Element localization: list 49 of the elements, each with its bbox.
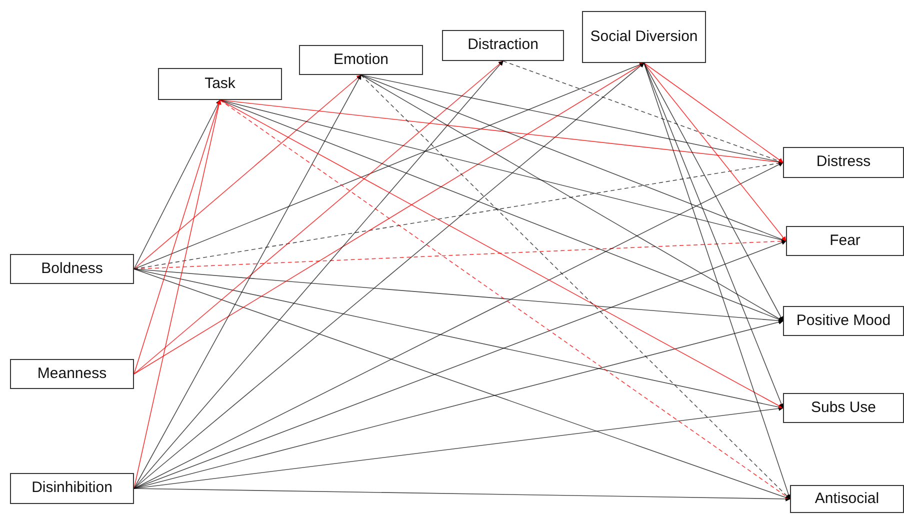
variable-label: Distraction	[468, 36, 538, 55]
variable-box	[158, 68, 282, 100]
variable-label: Boldness	[41, 260, 103, 278]
arrow	[644, 62, 784, 163]
arrow	[220, 100, 784, 164]
arrow	[134, 240, 786, 489]
arrow	[360, 74, 786, 242]
variable-box	[10, 254, 134, 284]
arrow	[644, 62, 786, 242]
variable-label: Task	[204, 74, 236, 94]
variable-box	[783, 306, 904, 336]
variable-box	[442, 30, 564, 61]
variable-box	[299, 45, 423, 75]
arrow	[134, 62, 644, 374]
arrow	[360, 74, 784, 164]
arrow	[134, 100, 221, 374]
arrow	[220, 100, 790, 500]
arrow	[134, 74, 362, 489]
variable-label: Disinhibition	[32, 479, 112, 498]
variable-box	[582, 11, 706, 63]
variable-label: Emotion	[333, 50, 389, 70]
arrow	[134, 488, 790, 502]
variable-box	[790, 485, 904, 513]
variable-box	[783, 147, 904, 178]
arrow	[134, 100, 220, 270]
variable-label: Positive Mood	[796, 312, 891, 330]
arrow	[644, 62, 791, 500]
variable-label: Subs Use	[810, 398, 876, 418]
arrow	[220, 100, 784, 408]
arrow	[644, 62, 784, 322]
variable-box	[10, 473, 134, 504]
arrow	[360, 74, 784, 322]
variable-label: Social Diversion	[590, 28, 698, 46]
variable-box	[786, 226, 904, 256]
arrow	[502, 60, 784, 164]
arrow	[134, 62, 644, 489]
variable-label: Meanness	[37, 364, 107, 384]
arrow	[134, 60, 504, 489]
arrow	[134, 162, 784, 489]
variable-box	[10, 359, 134, 389]
arrow	[644, 62, 784, 408]
arrow	[134, 74, 362, 270]
variable-label: Distress	[816, 153, 871, 172]
arrow	[134, 320, 784, 489]
arrow	[134, 60, 504, 374]
variable-box	[783, 393, 904, 423]
variable-label: Antisocial	[814, 490, 880, 508]
variable-label: Fear	[830, 232, 860, 250]
arrow	[360, 74, 790, 500]
